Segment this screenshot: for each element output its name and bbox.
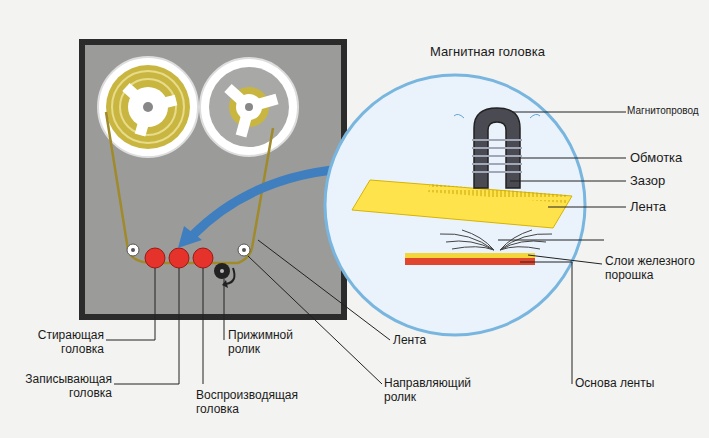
left-reel xyxy=(98,57,198,157)
guide-roller xyxy=(238,244,250,256)
part-name: Слои железного порошка xyxy=(605,254,705,282)
playback-head xyxy=(193,248,213,268)
record-head xyxy=(169,248,189,268)
part-name: Направляющий ролик xyxy=(384,376,474,404)
part-name: Записывающая головка xyxy=(10,372,112,400)
right-reel xyxy=(200,58,298,156)
iron-powder-layer xyxy=(405,253,535,258)
part-name: Магнитопровод xyxy=(627,105,705,117)
tape-base xyxy=(405,258,535,265)
part-name: Лента xyxy=(393,333,453,347)
part-name: Лента xyxy=(630,199,705,214)
leader-lines xyxy=(106,112,626,384)
tape-strip xyxy=(352,180,572,228)
magnifier-circle xyxy=(325,75,585,335)
part-name: Стирающая головка xyxy=(20,328,104,356)
part-title: Магнитная головка xyxy=(430,44,570,59)
part-name: Зазор xyxy=(630,173,705,188)
part-name: Прижимной ролик xyxy=(228,328,308,356)
erase-head xyxy=(145,248,165,268)
part-name: Основа ленты xyxy=(575,376,685,390)
part-name: Обмотка xyxy=(630,150,705,165)
magnetic-head xyxy=(454,108,540,188)
guide-roller xyxy=(127,244,139,256)
pinch-roller xyxy=(214,263,230,279)
tape-path xyxy=(106,112,273,263)
part-name: Воспроизводящая головка xyxy=(196,388,316,416)
